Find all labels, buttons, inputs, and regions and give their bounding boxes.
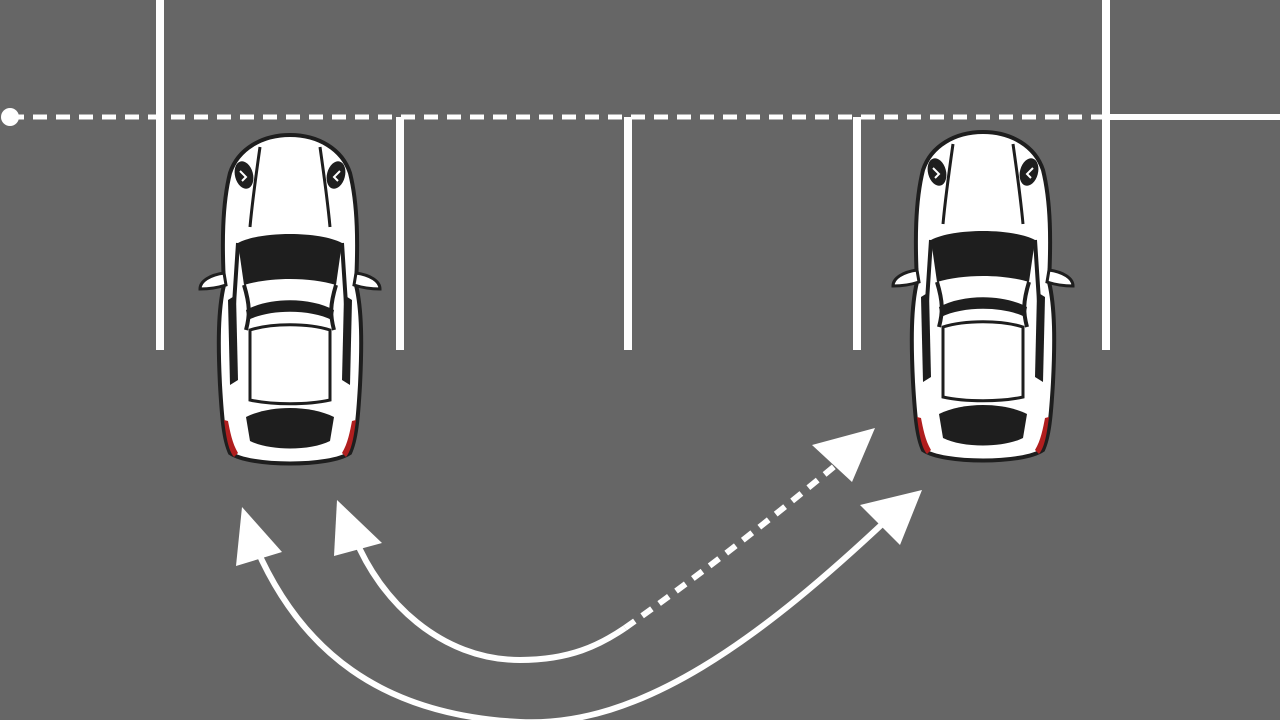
- parked-car-left: [198, 133, 382, 466]
- parked-car-right: [891, 130, 1075, 463]
- arrowhead-inner-start: [334, 500, 382, 556]
- maneuver-path-inner-solid: [352, 536, 627, 664]
- maneuver-path-outer: [252, 509, 898, 720]
- arrowhead-outer-end: [860, 490, 922, 545]
- arrowhead-outer-start: [236, 507, 282, 566]
- arrowhead-inner-end: [812, 428, 875, 482]
- maneuver-path-inner-dashed: [623, 452, 850, 631]
